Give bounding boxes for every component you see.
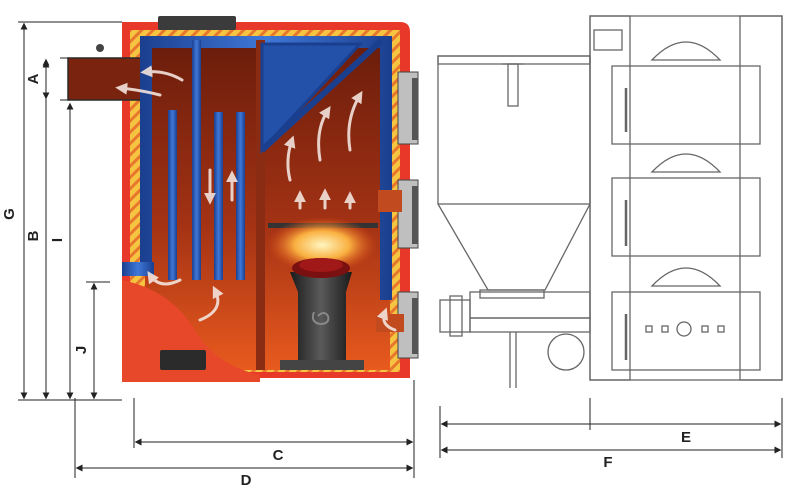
flow-arrow-8 [317,105,331,162]
arch-bottom [650,267,722,287]
label-I: I [49,238,66,242]
label-G: G [1,208,18,220]
flue-sensor-icon [96,44,104,52]
flow-arrow-13 [376,307,397,332]
control-knob [676,321,692,337]
hopper-body [437,55,591,205]
boiler-front-outline [589,15,783,381]
cleaning-hatch [160,350,206,370]
burner-pot [290,272,352,364]
feeder-wheel [547,333,585,371]
feeder-motor [439,299,471,333]
flue-outlet [68,58,148,100]
boiler-section [67,16,419,382]
feed-inlet [378,190,402,212]
baffle-5 [256,40,265,370]
burner-swirl-icon [311,311,330,326]
arch-middle [650,153,722,173]
front-door-bottom [611,291,761,371]
feeder-outline [437,15,783,388]
flow-arrow-5 [147,271,182,286]
auger-feeder [469,291,591,319]
front-door-top [611,65,761,145]
hopper-lid-handle [507,63,519,107]
label-F: F [603,454,612,471]
hopper-funnel [437,203,591,291]
front-door-middle [611,177,761,257]
flow-arrow-2 [115,82,162,97]
label-A: A [25,73,42,84]
baffle-2 [192,40,201,280]
label-D: D [241,472,252,489]
flow-arrow-7 [283,135,296,182]
flow-arrow-1 [140,65,184,82]
arch-top [650,41,722,61]
baffle-3 [214,112,223,280]
baffle-4 [236,112,245,280]
top-flue-collar [158,16,236,30]
ash-chamber [122,280,260,382]
label-C: C [273,447,284,464]
label-J: J [73,346,90,354]
fire-glow [267,217,377,273]
label-B: B [25,230,42,241]
flow-arrow-6 [198,285,224,322]
dimension-labels: G A B I J C D E F [1,73,691,489]
baffle-1 [168,110,177,280]
flow-arrow-9 [347,90,363,152]
dimension-lines [18,21,783,478]
label-E: E [681,429,691,446]
